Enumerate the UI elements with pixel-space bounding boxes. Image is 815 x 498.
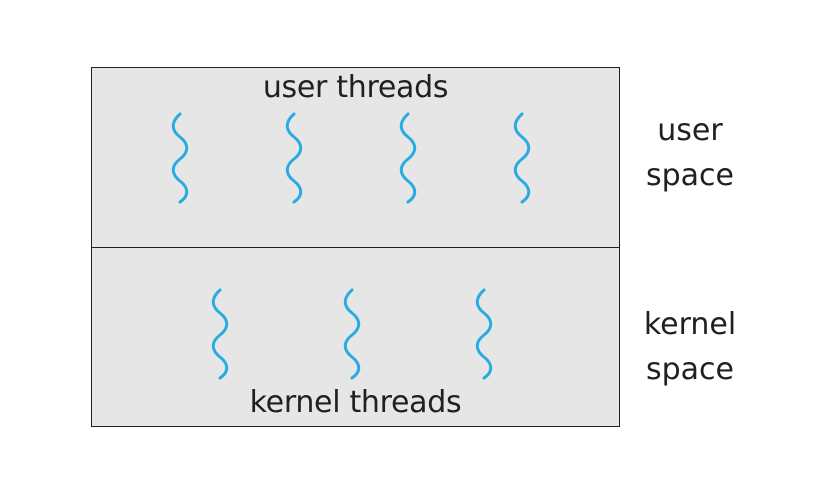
kernel-threads-label: kernel threads <box>249 384 462 420</box>
kernel-space-region: kernel threads <box>91 246 620 427</box>
user-space-label: user space <box>630 108 750 198</box>
user-space-region: user threads <box>91 67 620 248</box>
user-thread-icon <box>396 112 420 204</box>
kernel-thread-icon <box>472 288 496 380</box>
kernel-thread-icon <box>208 288 232 380</box>
user-threads-label: user threads <box>262 70 449 105</box>
user-space-label-line1: user <box>657 113 723 148</box>
user-thread-icon <box>282 112 306 204</box>
kernel-space-label: kernel space <box>630 302 750 392</box>
kernel-space-label-line2: space <box>645 352 734 387</box>
kernel-thread-icon <box>340 288 364 380</box>
user-space-label-line2: space <box>645 158 734 193</box>
kernel-space-label-line1: kernel <box>643 307 737 342</box>
user-thread-icon <box>168 112 192 204</box>
user-thread-icon <box>510 112 534 204</box>
